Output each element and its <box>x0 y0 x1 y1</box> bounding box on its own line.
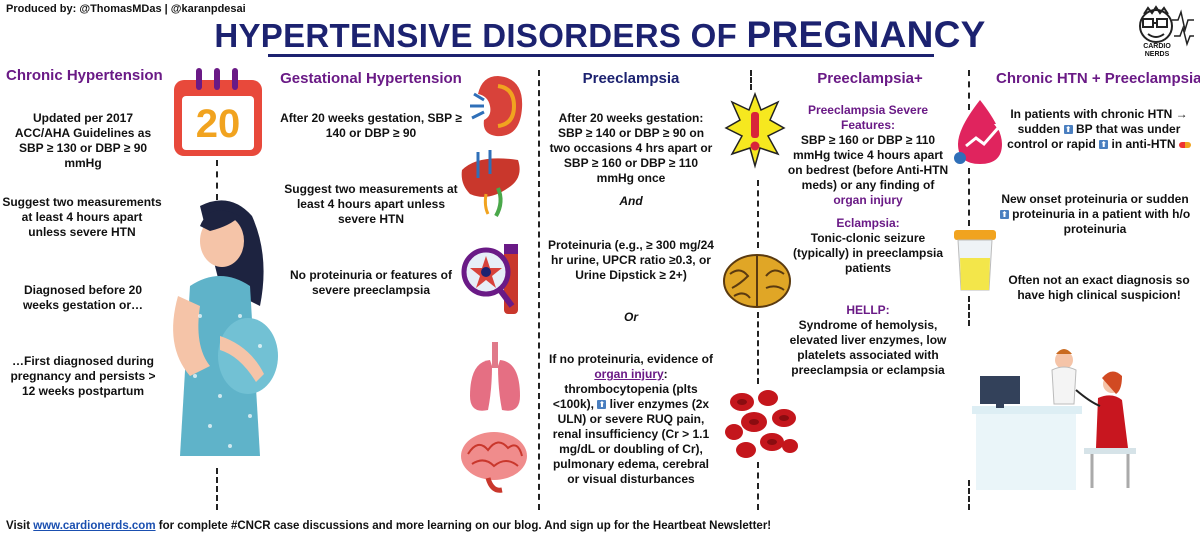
severe-features-organ-injury: organ injury <box>833 193 903 207</box>
chronic-heading: Chronic Hypertension <box>6 67 163 84</box>
hellp-title: HELLP: <box>846 303 890 317</box>
divider-3d <box>757 462 759 510</box>
preeclampsia-p3-lead: If no proteinuria, evidence of <box>548 352 714 366</box>
chronic-plus-p2-a: New onset proteinuria or sudden <box>1001 192 1189 206</box>
chronic-p3: Diagnosed before 20 weeks gestation or… <box>22 283 144 312</box>
hellp-block: HELLP: Syndrome of hemolysis, elevated l… <box>778 303 958 378</box>
divider-4d <box>968 480 970 510</box>
divider-3b <box>757 180 759 248</box>
pill-icon <box>1178 141 1191 148</box>
chronic-plus-heading: Chronic HTN + Preeclampsia <box>996 70 1200 87</box>
chronic-p4: …First diagnosed during pregnancy and pe… <box>10 354 156 398</box>
chronic-plus-p3: Often not an exact diagnosis so have hig… <box>1008 273 1190 302</box>
alert-burst-icon <box>724 91 786 178</box>
chronic-p2: Suggest two measurements at least 4 hour… <box>2 195 162 239</box>
up-arrow-icon: ⬆ <box>1099 140 1109 150</box>
severe-features-block: Preeclampsia Severe Features: SBP ≥ 160 … <box>786 103 950 208</box>
divider-3a <box>750 70 752 90</box>
severe-features-body: SBP ≥ 160 or DBP ≥ 110 mmHg twice 4 hour… <box>787 133 949 192</box>
chronic-plus-p1-a: In patients with chronic HTN → sudden <box>1010 107 1188 136</box>
preeclampsia-p3-b: liver enzymes (2x ULN) or severe RUQ pai… <box>552 397 710 486</box>
up-arrow-icon: ⬆ <box>597 400 607 410</box>
hellp-body: Syndrome of hemolysis, elevated liver en… <box>789 318 947 377</box>
divider-4a <box>968 70 970 110</box>
urine-sample-magnifier-icon <box>460 236 528 316</box>
footer-rest: for complete #CNCR case discussions and … <box>158 520 772 532</box>
urine-cup-icon <box>952 228 998 292</box>
chronic-plus-p2: New onset proteinuria or sudden ⬆ protei… <box>998 192 1192 237</box>
cardionerds-logo: CARDIO NERDS <box>1130 2 1196 62</box>
pregnant-woman-illustration <box>160 196 280 466</box>
footer-lead: Visit <box>6 520 31 532</box>
blood-drop-pressure-icon <box>950 98 1010 170</box>
brain-icon <box>458 428 530 494</box>
brain-seizure-icon <box>722 252 792 310</box>
page-title: HYPERTENSIVE DISORDERS OF PREGNANCY <box>0 14 1200 56</box>
divider-3c <box>757 312 759 384</box>
calendar-icon: 20 <box>170 66 266 158</box>
up-arrow-icon: ⬆ <box>999 210 1009 220</box>
divider-1b <box>216 468 218 510</box>
calendar-day: 20 <box>195 102 241 146</box>
chronic-p1: Updated per 2017 ACC/AHA Guidelines as S… <box>14 111 152 170</box>
preeclampsia-p3: If no proteinuria, evidence of organ inj… <box>548 352 714 487</box>
kidney-icon <box>468 72 526 142</box>
lungs-icon <box>466 340 524 418</box>
preeclampsia-heading: Preeclampsia <box>582 70 680 87</box>
divider-1a <box>216 160 218 200</box>
footer-link[interactable]: www.cardionerds.com <box>33 520 156 532</box>
title-part1: HYPERTENSIVE DISORDERS OF <box>214 17 738 54</box>
divider-4c <box>968 296 970 326</box>
preeclampsia-p1: After 20 weeks gestation: SBP ≥ 140 or D… <box>549 111 713 185</box>
logo-icon <box>1139 5 1194 47</box>
chronic-plus-p1: In patients with chronic HTN → sudden ⬆ … <box>1006 107 1192 152</box>
preeclampsia-plus-heading: Preeclampsia+ <box>817 70 923 87</box>
eclampsia-title: Eclampsia: <box>836 216 900 230</box>
doctor-consultation-illustration <box>972 340 1148 490</box>
eclampsia-body: Tonic-clonic seizure (typically) in pree… <box>792 231 944 275</box>
gestational-p2: Suggest two measurements at least 4 hour… <box>284 182 458 226</box>
liver-icon <box>458 148 526 220</box>
title-underline <box>268 54 934 57</box>
gestational-p3: No proteinuria or features of severe pre… <box>289 268 453 297</box>
title-part2: PREGNANCY <box>746 14 986 55</box>
severe-features-title: Preeclampsia Severe Features: <box>807 103 929 132</box>
logo-text: CARDIO NERDS <box>1143 43 1171 58</box>
preeclampsia-p2: Proteinuria (e.g., ≥ 300 mg/24 hr urine,… <box>548 238 714 282</box>
footer: Visit www.cardionerds.com for complete #… <box>6 520 771 532</box>
credits: Produced by: @ThomasMDas | @karanpdesai <box>6 3 246 15</box>
divider-2 <box>538 70 540 510</box>
divider-4b <box>968 168 970 226</box>
eclampsia-block: Eclampsia: Tonic-clonic seizure (typical… <box>786 216 950 276</box>
preeclampsia-p3-a: : thrombocytopenia (plts <100k), <box>552 367 698 411</box>
red-blood-cells-icon <box>724 388 800 460</box>
preeclampsia-or: Or <box>623 310 638 324</box>
chronic-plus-p2-b: proteinuria in a patient with h/o protei… <box>1012 207 1191 236</box>
chronic-plus-p1-c: in anti-HTN <box>1111 137 1176 151</box>
chronic-plus-p1-b: BP that was under control or rapid <box>1007 122 1181 151</box>
preeclampsia-and: And <box>619 194 643 208</box>
gestational-heading: Gestational Hypertension <box>280 70 462 87</box>
gestational-p1: After 20 weeks gestation, SBP ≥ 140 or D… <box>280 111 462 140</box>
preeclampsia-organ-injury: organ injury <box>594 367 664 381</box>
up-arrow-icon: ⬆ <box>1063 125 1073 135</box>
